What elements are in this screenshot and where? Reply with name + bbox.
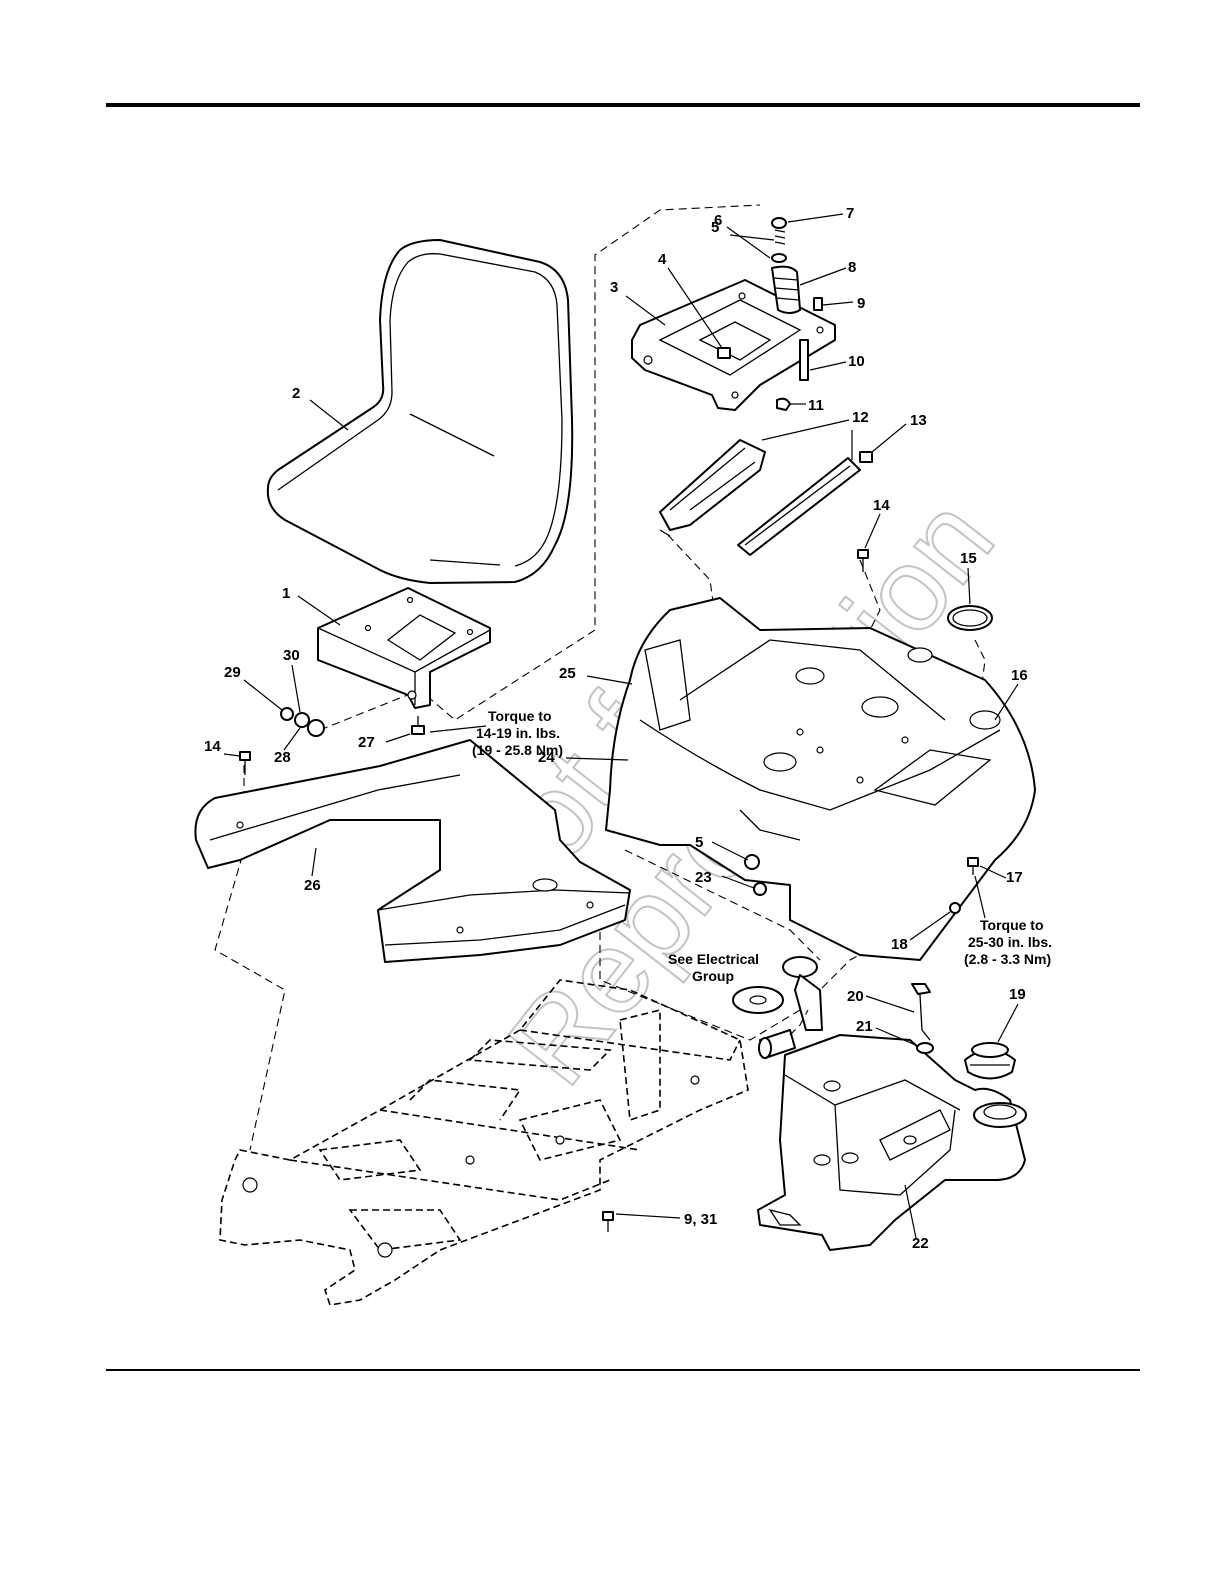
callout-28: 28: [274, 749, 291, 766]
callout-5-lower: 5: [695, 834, 703, 851]
callout-7: 7: [846, 205, 854, 222]
callout-19: 19: [1009, 986, 1026, 1003]
seat: [268, 240, 572, 583]
torque-right-line-3: (2.8 - 3.3 Nm): [964, 951, 1051, 967]
callout-18: 18: [891, 936, 908, 953]
vent-tube: [912, 984, 933, 1053]
callout-21: 21: [856, 1018, 873, 1035]
callout-9-31: 9, 31: [684, 1211, 717, 1228]
torque-left-line-1: Torque to: [488, 708, 552, 724]
callout-14: 14: [873, 497, 890, 514]
torque-note-right: Torque to 25-30 in. lbs. (2.8 - 3.3 Nm): [964, 917, 1052, 967]
seat-rails: [660, 440, 872, 555]
electrical-line-2: Group: [692, 968, 734, 984]
callout-30: 30: [283, 647, 300, 664]
electrical-line-1: See Electrical: [668, 951, 759, 967]
callout-22: 22: [912, 1235, 929, 1252]
torque-right-line-2: 25-30 in. lbs.: [968, 934, 1052, 950]
callout-15: 15: [960, 550, 977, 567]
callout-20: 20: [847, 988, 864, 1005]
callout-9: 9: [857, 295, 865, 312]
callout-23: 23: [695, 869, 712, 886]
callout-3: 3: [610, 279, 618, 296]
callout-16: 16: [1011, 667, 1028, 684]
callout-25: 25: [559, 665, 576, 682]
bolt-9-31: [603, 1212, 613, 1232]
torque-note-left: Torque to 14-19 in. lbs. (19 - 25.8 Nm): [472, 708, 563, 758]
callout-4: 4: [658, 251, 667, 268]
callout-1: 1: [282, 585, 290, 602]
callout-14-left: 14: [204, 738, 221, 755]
callout-8: 8: [848, 259, 856, 276]
seat-switch: [718, 348, 730, 358]
seat-plate: [318, 588, 490, 708]
callout-26: 26: [304, 877, 321, 894]
fuel-cap: [965, 1043, 1015, 1079]
callout-2: 2: [292, 385, 300, 402]
callout-6: 6: [714, 212, 722, 229]
callout-13: 13: [910, 412, 927, 429]
callout-27: 27: [358, 734, 375, 751]
callout-17: 17: [1006, 869, 1023, 886]
rail-clip: [860, 452, 872, 462]
callout-29: 29: [224, 664, 241, 681]
torque-left-line-3: (19 - 25.8 Nm): [472, 742, 563, 758]
torque-left-line-2: 14-19 in. lbs.: [476, 725, 560, 741]
electrical-parts: [733, 957, 822, 1058]
callout-10: 10: [848, 353, 865, 370]
callout-12: 12: [852, 409, 869, 426]
torque-right-line-1: Torque to: [980, 917, 1044, 933]
callout-11: 11: [808, 397, 824, 414]
